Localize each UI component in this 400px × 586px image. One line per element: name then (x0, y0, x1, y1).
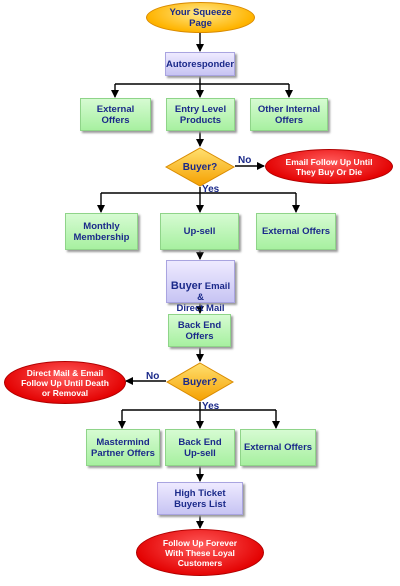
buyer-email-list-node: Buyer Email & Direct Mail List (166, 260, 235, 325)
decision-diamond-shape (166, 362, 234, 402)
email-follow-up-node: Email Follow Up Until They Buy Or Die (265, 149, 393, 184)
decision-diamond-shape (165, 147, 235, 187)
monthly-membership-node: Monthly Membership (65, 213, 138, 250)
buyer-decision-2-label: Buyer? (182, 376, 218, 388)
up-sell-node: Up-sell (160, 213, 239, 250)
buyer-decision-1: Buyer? (165, 147, 235, 187)
high-ticket-buyers-list-node: High Ticket Buyers List (157, 482, 243, 515)
buyer-decision-2: Buyer? (166, 362, 234, 402)
buyer-decision-1-label: Buyer? (182, 161, 218, 173)
back-end-upsell-node: Back End Up-sell (165, 429, 235, 466)
yes-label-1: Yes (202, 184, 220, 195)
entry-level-products-node: Entry Level Products (166, 98, 235, 131)
back-end-offers-node: Back End Offers (168, 314, 231, 347)
external-offers-node-1: External Offers (80, 98, 151, 131)
other-internal-offers-node: Other Internal Offers (250, 98, 328, 131)
yes-label-2: Yes (202, 401, 220, 412)
buyer-list-title-first: Buyer (170, 280, 203, 292)
squeeze-page-node: Your Squeeze Page (146, 2, 255, 33)
direct-mail-follow-up-node: Direct Mail & Email Follow Up Until Deat… (4, 361, 126, 404)
external-offers-node-3: External Offers (240, 429, 316, 466)
autoresponder-node: Autoresponder (165, 52, 235, 76)
no-label-1: No (238, 155, 252, 166)
external-offers-node-2: External Offers (256, 213, 336, 250)
no-label-2: No (146, 371, 160, 382)
follow-up-forever-node: Follow Up Forever With These Loyal Custo… (136, 529, 264, 576)
mastermind-partner-offers-node: Mastermind Partner Offers (86, 429, 160, 466)
